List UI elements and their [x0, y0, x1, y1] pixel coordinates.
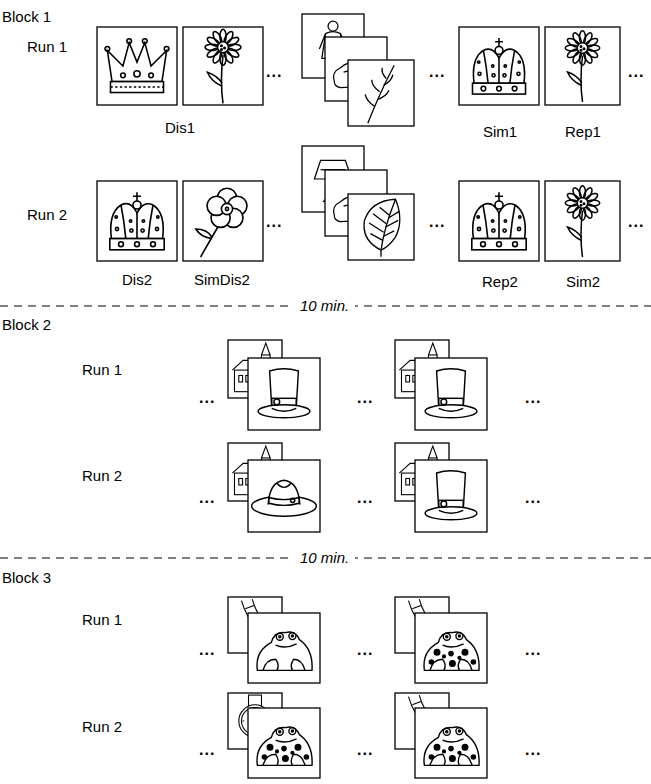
run-label: Run 1	[82, 612, 122, 629]
picture-card	[97, 27, 177, 105]
picture-card	[248, 358, 320, 430]
ellipsis: ...	[199, 641, 215, 659]
ellipsis: ...	[266, 63, 282, 81]
picture-card	[415, 708, 487, 778]
ellipsis: ...	[628, 63, 644, 81]
picture-card	[97, 181, 177, 261]
ellipsis: ...	[429, 213, 445, 231]
picture-card	[415, 358, 487, 430]
picture-card	[459, 27, 539, 105]
picture-card	[248, 613, 320, 683]
ellipsis: ...	[525, 489, 541, 507]
picture-card	[248, 460, 320, 532]
block-label: Block 2	[2, 317, 51, 334]
interval-label: 10 min.	[294, 550, 355, 567]
run-label: Run 2	[27, 207, 67, 224]
block-label: Block 1	[2, 9, 51, 26]
ellipsis: ...	[199, 741, 215, 759]
picture-card	[183, 27, 263, 105]
ellipsis: ...	[199, 489, 215, 507]
run-label: Run 1	[27, 39, 67, 56]
picture-card	[348, 60, 414, 126]
ellipsis: ...	[525, 389, 541, 407]
run-label: Run 1	[82, 362, 122, 379]
picture-card	[415, 460, 487, 532]
ellipsis: ...	[525, 741, 541, 759]
condition-label: Sim2	[566, 274, 600, 291]
picture-card	[415, 613, 487, 683]
condition-label: Sim1	[483, 124, 517, 141]
ellipsis: ...	[357, 489, 373, 507]
picture-card	[183, 181, 263, 261]
picture-card	[248, 708, 320, 778]
run-label: Run 2	[82, 468, 122, 485]
ellipsis: ...	[628, 213, 644, 231]
ellipsis: ...	[266, 213, 282, 231]
ellipsis: ...	[357, 741, 373, 759]
picture-card	[348, 194, 414, 260]
picture-card	[545, 181, 620, 261]
condition-label: Dis1	[165, 120, 195, 137]
condition-label: Rep2	[482, 274, 518, 291]
block-label: Block 3	[2, 570, 51, 587]
ellipsis: ...	[429, 63, 445, 81]
ellipsis: ...	[525, 641, 541, 659]
picture-card	[545, 27, 620, 105]
ellipsis: ...	[357, 641, 373, 659]
interval-label: 10 min.	[294, 298, 355, 315]
ellipsis: ...	[357, 389, 373, 407]
condition-label: SimDis2	[194, 272, 250, 289]
condition-label: Rep1	[565, 124, 601, 141]
run-label: Run 2	[82, 719, 122, 736]
ellipsis: ...	[199, 389, 215, 407]
condition-label: Dis2	[122, 272, 152, 289]
picture-card	[459, 181, 539, 261]
